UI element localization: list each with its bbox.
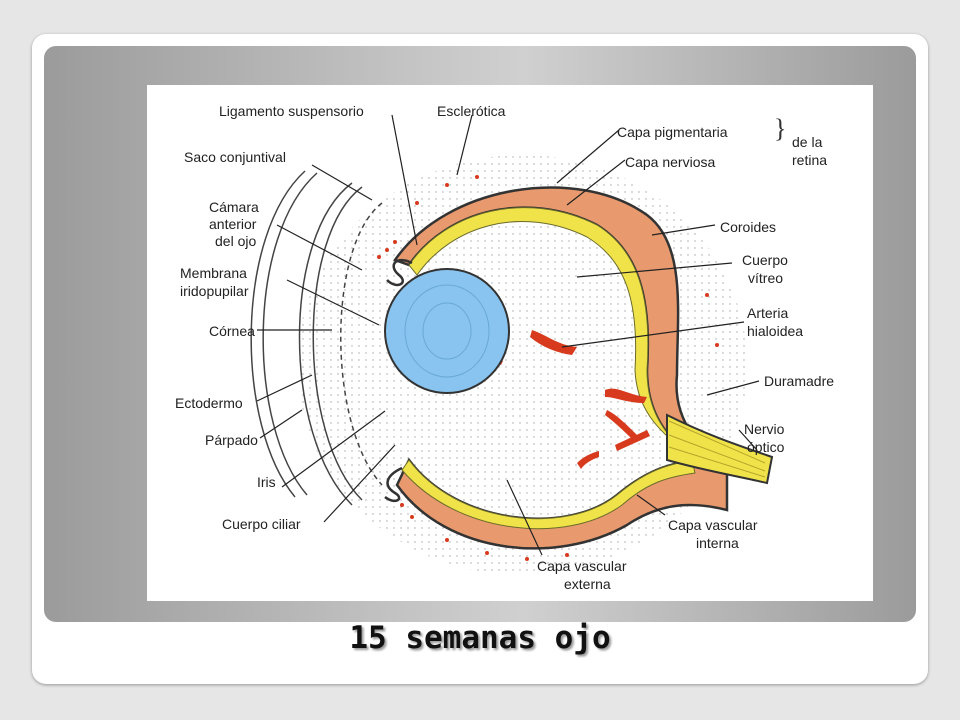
label-cuerpo-vitreo-2: vítreo	[748, 270, 783, 286]
label-camara-1: Cámara	[209, 199, 259, 215]
iris-folds	[384, 258, 413, 503]
label-capa-vascular-externa-2: externa	[564, 576, 611, 592]
label-ligamento-suspensorio: Ligamento suspensorio	[219, 103, 364, 119]
optic-nerve	[666, 413, 774, 485]
label-cornea: Córnea	[209, 323, 255, 339]
label-arteria-2: hialoidea	[747, 323, 803, 339]
label-de-la: de la	[792, 134, 823, 150]
red-speckles	[377, 175, 719, 561]
label-duramadre: Duramadre	[764, 373, 834, 389]
label-capa-pigmentaria: Capa pigmentaria	[617, 124, 728, 140]
label-iris: Iris	[257, 474, 276, 490]
label-capa-vascular-externa-1: Capa vascular	[537, 558, 627, 574]
label-capa-vascular-interna-1: Capa vascular	[668, 517, 758, 533]
label-membrana-1: Membrana	[180, 265, 247, 281]
label-arteria-1: Arteria	[747, 305, 788, 321]
label-saco-conjuntival: Saco conjuntival	[184, 149, 286, 165]
label-esclerotica: Esclerótica	[437, 103, 506, 119]
label-coroides: Coroides	[720, 219, 776, 235]
label-camara-3: del ojo	[215, 233, 256, 249]
lens	[384, 268, 510, 394]
label-nervio-2: óptico	[747, 439, 785, 455]
label-capa-vascular-interna-2: interna	[696, 535, 739, 551]
label-capa-nerviosa: Capa nerviosa	[625, 154, 715, 170]
label-nervio-1: Nervio	[744, 421, 785, 437]
label-ectodermo: Ectodermo	[175, 395, 243, 411]
label-camara-2: anterior	[209, 216, 257, 232]
retina-brace: }	[774, 114, 786, 143]
label-cuerpo-ciliar: Cuerpo ciliar	[222, 516, 301, 532]
label-membrana-2: iridopupilar	[180, 283, 249, 299]
label-retina: retina	[792, 152, 827, 168]
label-cuerpo-vitreo-1: Cuerpo	[742, 252, 788, 268]
label-parpado: Párpado	[205, 432, 258, 448]
eye-diagram: Ligamento suspensorio Esclerótica Capa p…	[147, 85, 873, 601]
leader-lines	[256, 114, 760, 556]
cornea-eyelids	[250, 170, 383, 506]
slide-caption: 15 semanas ojo	[349, 620, 611, 656]
